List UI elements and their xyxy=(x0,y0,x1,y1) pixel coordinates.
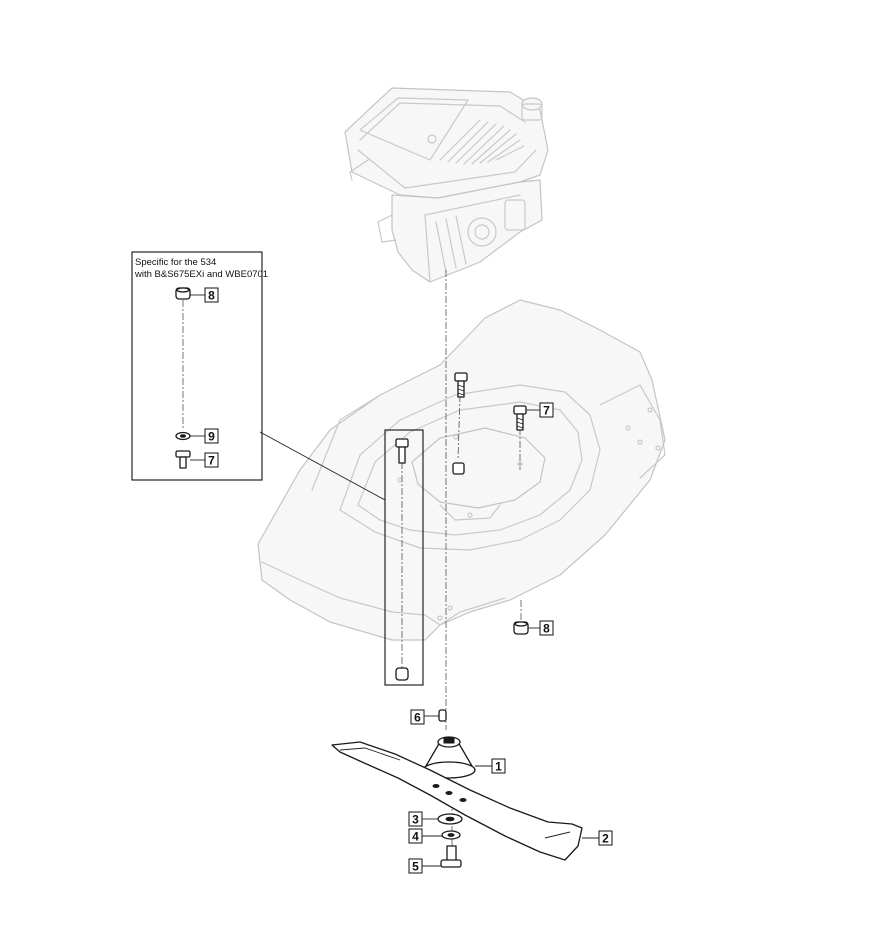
blade-adapter xyxy=(422,736,476,779)
assembly-axis xyxy=(182,270,522,848)
callout-6: 6 xyxy=(410,709,439,725)
highlight-frame xyxy=(384,429,424,686)
svg-text:8: 8 xyxy=(208,289,215,303)
lock-washer xyxy=(441,830,461,840)
inset-note-line2: with B&S675EXi and WBE0701 xyxy=(134,269,268,280)
svg-text:7: 7 xyxy=(208,454,215,468)
svg-text:6: 6 xyxy=(414,711,421,725)
callout-5: 5 xyxy=(408,858,441,874)
svg-text:9: 9 xyxy=(208,430,215,444)
callout-3: 3 xyxy=(408,811,438,827)
svg-text:3: 3 xyxy=(412,813,419,827)
callout-inset-8: 8 xyxy=(190,287,219,303)
svg-text:4: 4 xyxy=(412,830,419,844)
svg-text:1: 1 xyxy=(495,760,502,774)
inset-bolt xyxy=(175,450,191,469)
key xyxy=(438,709,447,722)
inset-box xyxy=(131,251,263,481)
inset-leader xyxy=(259,431,386,501)
callout-4: 4 xyxy=(408,828,442,844)
callout-1: 1 xyxy=(475,758,506,774)
svg-text:8: 8 xyxy=(543,622,550,636)
svg-text:5: 5 xyxy=(412,860,419,874)
callout-2: 2 xyxy=(582,830,613,846)
inset-nut xyxy=(175,287,191,300)
callout-7: 7 xyxy=(526,402,554,418)
frame-bolt xyxy=(395,438,409,464)
svg-text:7: 7 xyxy=(543,404,550,418)
engine-bolt xyxy=(454,372,468,398)
engine-nut xyxy=(513,621,529,635)
blade-bolt xyxy=(440,845,462,868)
svg-text:2: 2 xyxy=(602,832,609,846)
washer xyxy=(437,813,463,825)
spacer xyxy=(452,462,465,475)
engine xyxy=(344,87,549,283)
blade xyxy=(331,741,583,861)
inset-note-line1: Specific for the 534 xyxy=(135,257,216,268)
frame-nut xyxy=(395,667,409,681)
inset-washer xyxy=(175,431,191,441)
callout-8: 8 xyxy=(528,620,554,636)
callout-inset-9: 9 xyxy=(190,428,219,444)
callout-inset-7: 7 xyxy=(190,452,219,468)
